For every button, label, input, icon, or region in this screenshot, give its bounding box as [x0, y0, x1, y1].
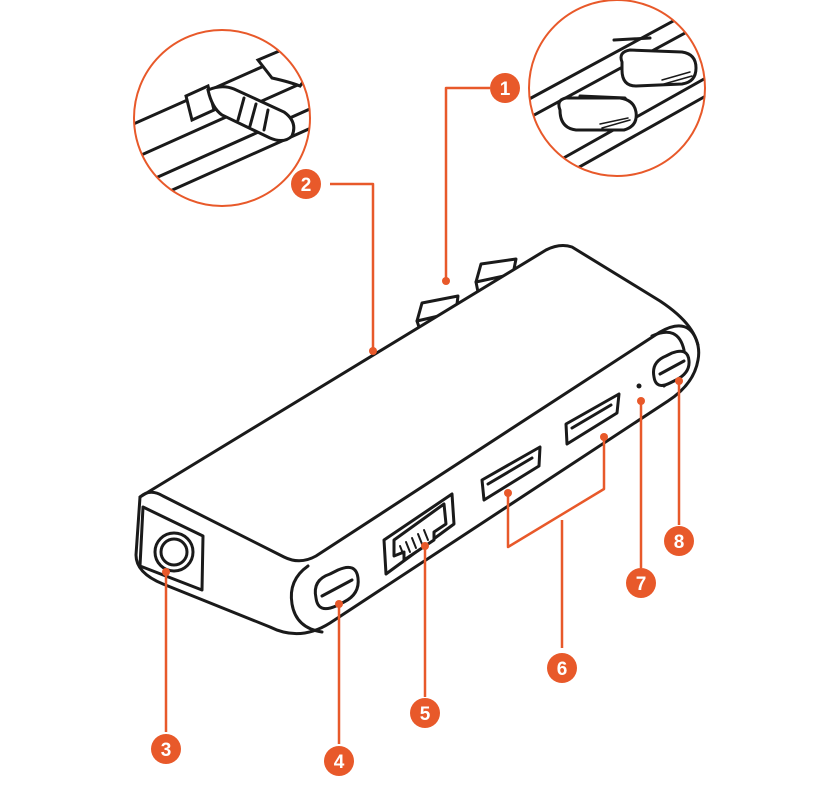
hub-chassis: [134, 244, 701, 636]
leader-2: [330, 182, 375, 351]
svg-text:3: 3: [161, 740, 172, 761]
svg-text:2: 2: [301, 175, 312, 196]
audio-jack-port: [138, 505, 205, 592]
leader-1: [444, 86, 490, 281]
leader-6: [506, 437, 606, 648]
callout-badge-7: 7: [626, 568, 656, 598]
usb-a-port-2: [564, 392, 621, 446]
usb-c-port-right: [652, 349, 691, 387]
usb-c-port-left: [313, 565, 360, 611]
svg-text:7: 7: [636, 574, 647, 595]
svg-text:6: 6: [557, 659, 568, 680]
svg-text:8: 8: [674, 532, 685, 553]
callout-badge-6: 6: [547, 653, 577, 683]
hub-device: [134, 244, 701, 636]
callout-badge-4: 4: [324, 746, 354, 776]
callout-badge-3: 3: [151, 734, 181, 764]
callout-badge-2: 2: [291, 169, 321, 199]
hub-front-left-end: [289, 564, 324, 634]
callout-lines: [164, 86, 681, 744]
svg-text:4: 4: [334, 752, 345, 773]
hub-top-edge: [138, 324, 700, 563]
callout-badge-5: 5: [410, 698, 440, 728]
callout-dots: [162, 277, 683, 608]
svg-text:1: 1: [500, 79, 511, 100]
ethernet-port: [382, 492, 456, 576]
callout-badge-8: 8: [664, 526, 694, 556]
led-indicator: [636, 383, 642, 389]
zoom-usb-c-plugs: [528, 0, 706, 177]
callout-badge-1: 1: [490, 73, 520, 103]
usb-a-port-1: [480, 445, 542, 502]
svg-text:5: 5: [420, 704, 431, 725]
